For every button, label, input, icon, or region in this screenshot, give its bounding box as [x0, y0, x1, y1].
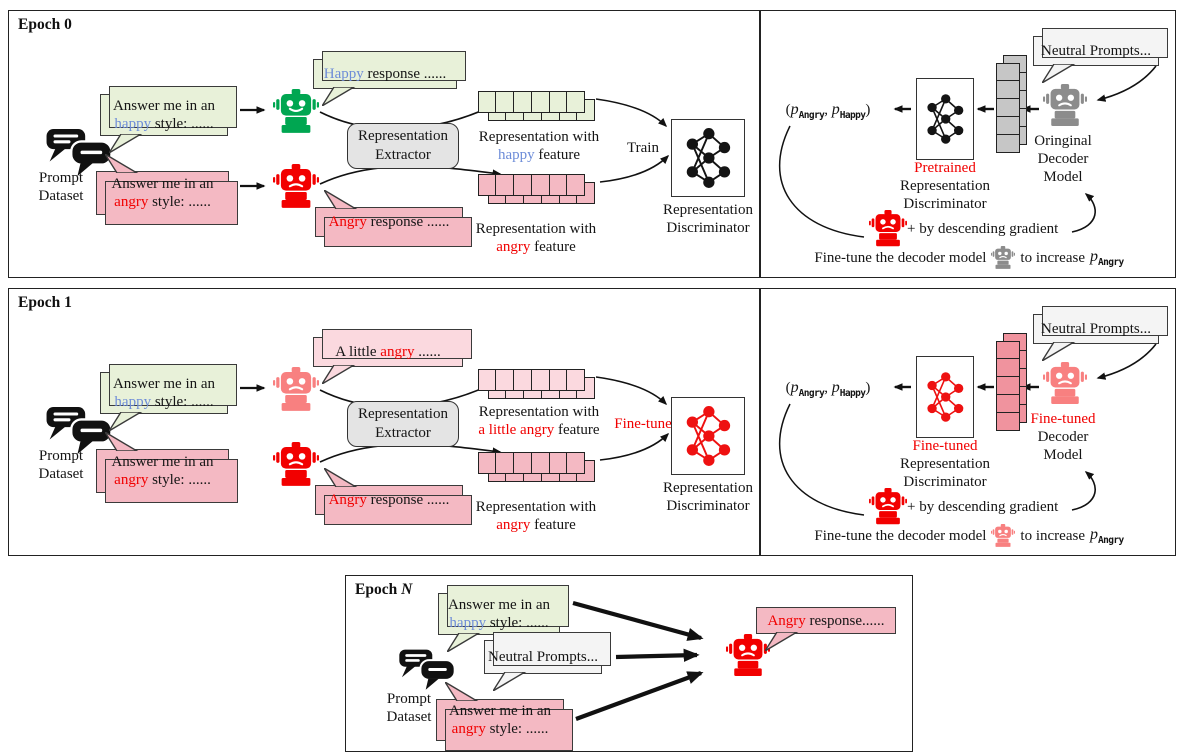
epoch0-title: Epoch 0	[18, 16, 72, 33]
angry-robot-icon	[273, 440, 319, 490]
representation-extractor-box: Representation Extractor	[347, 401, 459, 447]
angry-representation-label: Representation with angry feature	[475, 221, 597, 255]
pretrained-discriminator-label: Pretrained Representation Discriminator	[900, 160, 990, 212]
little-angry-response-bubble: A little angry ......	[313, 329, 472, 384]
epochN-panel: Epoch N Answer me in an happy style: ...…	[345, 575, 913, 752]
angry-prompt-bubble: Answer me in an angry style: ......	[96, 432, 238, 503]
finetuned-discriminator-box	[916, 356, 974, 438]
discriminator-label: Representation Discriminator	[663, 480, 753, 514]
gradient-robot-icon	[869, 486, 907, 528]
representation-extractor-box: Representation Extractor	[347, 123, 459, 169]
neutral-prompts-bubble: Neutral Prompts...	[484, 632, 611, 691]
epoch1-panel: Epoch 1 Prompt Dataset Answer me in an h…	[8, 288, 1176, 556]
decoder-model-label: Fine-tuned Decoder Model	[1030, 411, 1096, 463]
decoder-representation-tape	[996, 340, 1020, 431]
probability-tuple: (pAngry, pHappy)	[785, 101, 871, 121]
little-angry-representation-label: Representation with a little angry featu…	[478, 404, 600, 438]
bubble-tail	[765, 632, 799, 651]
decoder-representation-tape	[996, 62, 1020, 153]
bubble-tail	[322, 365, 356, 384]
pretrained-discriminator-box	[916, 78, 974, 160]
little-angry-representation-tape	[477, 369, 586, 391]
happy-prompt-bubble: Answer me in an happy style: ......	[100, 86, 237, 153]
network-icon	[680, 403, 736, 469]
angry-prompt-bubble: Answer me in an angry style: ......	[96, 154, 238, 225]
network-icon	[922, 84, 968, 154]
bubble-tail	[324, 468, 358, 487]
original-decoder-robot-icon	[1043, 82, 1087, 130]
happy-representation-label: Representation with happy feature	[478, 129, 600, 163]
final-angry-robot-icon	[726, 632, 770, 680]
gradient-robot-icon	[869, 208, 907, 250]
prompt-dataset-label: Prompt Dataset	[38, 448, 84, 482]
inline-decoder-robot-icon	[991, 246, 1015, 270]
bubble-tail	[493, 672, 527, 691]
epochN-title: Epoch N	[355, 581, 413, 598]
epoch1-title: Epoch 1	[18, 294, 72, 311]
angry-representation-tape	[477, 174, 586, 196]
epoch0-divider	[759, 10, 761, 278]
discriminator-box	[671, 397, 745, 475]
epoch1-divider	[759, 288, 761, 556]
happy-response-bubble: Happy response ......	[313, 51, 466, 106]
discriminator-label: Representation Discriminator	[663, 202, 753, 236]
happy-prompt-bubble: Answer me in an happy style: ......	[438, 585, 569, 652]
happy-robot-icon	[273, 87, 319, 137]
finetune-note: Fine-tune the decoder model to increase …	[814, 246, 1124, 270]
angry-representation-tape	[477, 452, 586, 474]
gradient-note: + by descending gradient	[869, 207, 1058, 251]
final-angry-response-bubble: Angry response......	[756, 607, 896, 651]
bubble-tail	[324, 190, 358, 209]
neutral-prompts-bubble: Neutral Prompts...	[1033, 306, 1168, 361]
network-icon	[922, 362, 968, 432]
neutral-prompts-bubble: Neutral Prompts...	[1033, 28, 1168, 83]
inline-decoder-robot-icon	[991, 524, 1015, 548]
epoch0-panel: Epoch 0 Prompt Dataset Answer me in an h…	[8, 10, 1176, 278]
angry-response-bubble: Angry response ......	[315, 190, 472, 247]
bubble-tail	[109, 412, 143, 431]
bubble-tail	[109, 134, 143, 153]
prompt-dataset-icon	[398, 648, 456, 692]
happy-prompt-bubble: Answer me in an happy style: ......	[100, 364, 237, 431]
bubble-tail	[447, 633, 481, 652]
bubble-tail	[105, 154, 139, 173]
probability-tuple: (pAngry, pHappy)	[785, 379, 871, 399]
angry-response-bubble: Angry response ......	[315, 468, 472, 525]
finetuned-discriminator-label: Fine-tuned Representation Discriminator	[900, 438, 990, 490]
angry-prompt-bubble: Answer me in an angry style: ......	[436, 682, 573, 751]
happy-representation-tape	[477, 91, 586, 113]
prompt-dataset-label: Prompt Dataset	[38, 170, 84, 204]
angry-robot-icon	[273, 162, 319, 212]
finetuned-robot-icon	[273, 365, 319, 415]
prompt-dataset-label: Prompt Dataset	[386, 691, 432, 725]
bubble-tail	[1042, 342, 1076, 361]
finetune-note: Fine-tune the decoder model to increase …	[814, 524, 1124, 548]
discriminator-box	[671, 119, 745, 197]
bubble-tail	[105, 432, 139, 451]
finetuned-decoder-robot-icon	[1043, 360, 1087, 408]
train-label: Train	[627, 140, 659, 156]
bubble-tail	[322, 87, 356, 106]
network-icon	[680, 125, 736, 191]
bubble-tail	[1042, 64, 1076, 83]
bubble-tail	[445, 682, 479, 701]
angry-representation-label: Representation with angry feature	[475, 499, 597, 533]
finetune-label: Fine-tune	[614, 416, 672, 432]
decoder-model-label: Oringinal Decoder Model	[1034, 133, 1092, 185]
gradient-note: + by descending gradient	[869, 485, 1058, 529]
